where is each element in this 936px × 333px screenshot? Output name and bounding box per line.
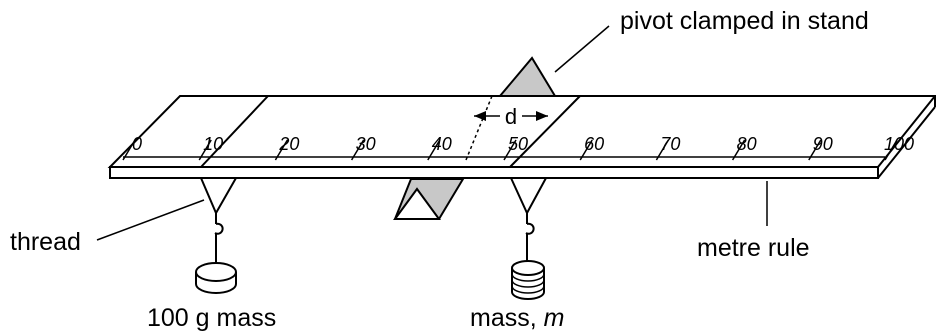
- distance-arrow-left: [474, 111, 486, 121]
- right-thread-loop: [509, 95, 581, 168]
- scale-number: 10: [203, 134, 223, 154]
- metre-rule-front-edge: [109, 166, 879, 179]
- left-mass-label: 100 g mass: [147, 304, 276, 332]
- scale-number: 30: [356, 134, 376, 154]
- pivot-leader-line: [554, 25, 610, 73]
- scale-number: 0: [132, 134, 142, 154]
- pivot-label: pivot clamped in stand: [620, 7, 869, 35]
- thread-leader-line: [96, 199, 205, 241]
- scale-tick: [122, 139, 136, 161]
- scale-tick: [579, 139, 593, 161]
- distance-arrow-right: [536, 111, 548, 121]
- scale-tick: [655, 139, 670, 161]
- scale-tick: [503, 139, 517, 161]
- scale-tick: [808, 139, 822, 161]
- right-mass: [511, 260, 545, 300]
- right-mass-label-prefix: mass,: [470, 304, 544, 332]
- pivot-back: [497, 56, 557, 97]
- left-mass: [195, 262, 237, 294]
- scale-number: 100: [884, 134, 914, 154]
- scale-tick: [731, 139, 746, 161]
- scale-number: 20: [278, 134, 299, 154]
- right-thread: [510, 177, 547, 216]
- scale-number: 80: [737, 134, 757, 154]
- scale-number: 90: [813, 134, 833, 154]
- scale-number: 40: [432, 134, 452, 154]
- thread-label: thread: [10, 228, 81, 256]
- scale-ticks: 0 10 20 30 40 50 60 70 80 90 100: [122, 134, 914, 161]
- scale-tick: [884, 139, 898, 161]
- scale-tick: [198, 139, 212, 161]
- metre-rule-label: metre rule: [697, 234, 810, 262]
- scale-tick: [427, 139, 441, 161]
- pivot-front-face: [393, 187, 441, 220]
- left-hook: [214, 222, 224, 235]
- d-label-bg: [500, 103, 522, 129]
- scale-number: 50: [508, 134, 528, 154]
- right-hook: [525, 222, 535, 235]
- right-mass-label-symbol: m: [544, 304, 565, 332]
- scale-tick: [350, 139, 365, 161]
- distance-label: d: [505, 104, 517, 129]
- metre-rule-side-edge: [877, 106, 936, 179]
- scale-tick: [274, 139, 289, 161]
- left-thread: [200, 177, 237, 216]
- right-mass-label: mass, m: [470, 304, 564, 332]
- scale-number: 70: [660, 134, 680, 154]
- scale-number: 60: [584, 134, 604, 154]
- left-thread-loop: [200, 95, 269, 168]
